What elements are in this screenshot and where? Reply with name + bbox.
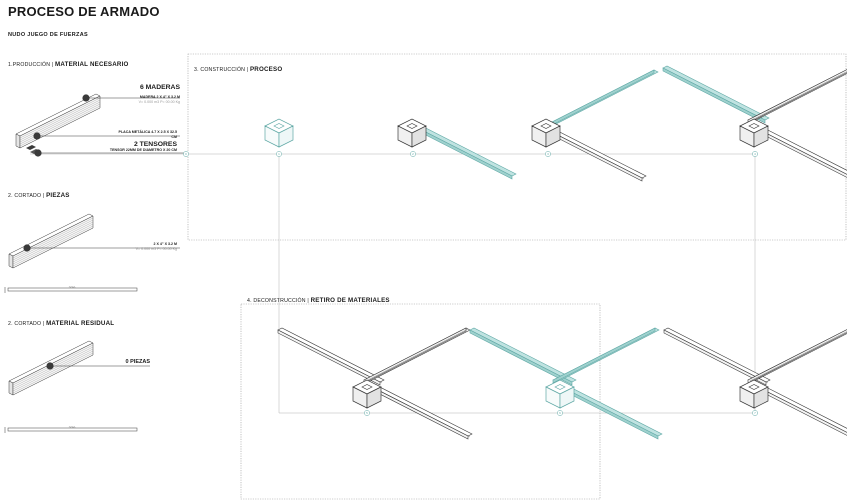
step-number-4: 4 bbox=[754, 152, 756, 156]
construccion-frame bbox=[187, 53, 847, 241]
material-stack bbox=[15, 93, 184, 157]
page-title: PROCESO DE ARMADO bbox=[8, 4, 160, 19]
section-cortado-piezas-label: 2. CORTADO | PIEZAS bbox=[8, 192, 70, 199]
step-number-2: 2 bbox=[412, 152, 414, 156]
tensores-spec: TENSOR 22MM DE DIAMETRO X 20 CM bbox=[109, 148, 177, 152]
page-subtitle: NUDO JUEGO DE FUERZAS bbox=[8, 32, 88, 38]
placa-spec: PLACA METÁLICA 4.7 X 2.5 X 32.5 bbox=[118, 130, 177, 134]
piezas-stack bbox=[4, 213, 180, 293]
piezas-dimension: 320 bbox=[68, 285, 76, 290]
deconstruccion-step-7 bbox=[663, 327, 847, 440]
step-nodes bbox=[183, 151, 758, 416]
construccion-step-1 bbox=[264, 118, 294, 148]
step-number-6: 6 bbox=[559, 411, 561, 415]
construccion-step-3 bbox=[531, 69, 659, 182]
step-number-3: 3 bbox=[547, 152, 549, 156]
deconstruccion-step-5 bbox=[277, 327, 473, 440]
section-construccion-label: 3. CONSTRUCCIÓN | PROCESO bbox=[194, 66, 283, 73]
residual-stack bbox=[4, 340, 150, 433]
residual-count: 0 PIEZAS bbox=[125, 359, 150, 365]
maderas-meta: V= 0.000 m3 P= 00.00 Kg bbox=[138, 100, 180, 104]
step-number-5: 5 bbox=[366, 411, 368, 415]
section-cortado-residual-label: 2. CORTADO | MATERIAL RESIDUAL bbox=[8, 320, 115, 327]
step-number-start: 0 bbox=[185, 152, 187, 156]
section-produccion-label: 1.PRODUCCIÓN | MATERIAL NECESARIO bbox=[8, 61, 129, 68]
piezas-meta: V= 0.000 m3 P= 00.00 Kg bbox=[135, 247, 177, 251]
process-timeline bbox=[30, 153, 756, 414]
residual-dimension: 320 bbox=[68, 425, 76, 430]
placa-unit: CM bbox=[171, 135, 177, 139]
deconstruccion-step-6 bbox=[469, 327, 663, 440]
step-number-7: 7 bbox=[754, 411, 756, 415]
step-number-1a: 1 bbox=[278, 152, 280, 156]
construccion-step-2 bbox=[397, 118, 517, 180]
deconstruccion-frame bbox=[240, 303, 601, 500]
section-deconstruccion-label: 4. DECONSTRUCCIÓN | RETIRO DE MATERIALES bbox=[247, 297, 390, 304]
piezas-spec: 2 X 4" X 3.2 M bbox=[153, 242, 177, 246]
tensores-title: 2 TENSORES bbox=[133, 141, 177, 148]
maderas-spec: MADERA 2 X 4" X 3.2 M bbox=[139, 95, 180, 99]
maderas-title: 6 MADERAS bbox=[139, 84, 180, 91]
